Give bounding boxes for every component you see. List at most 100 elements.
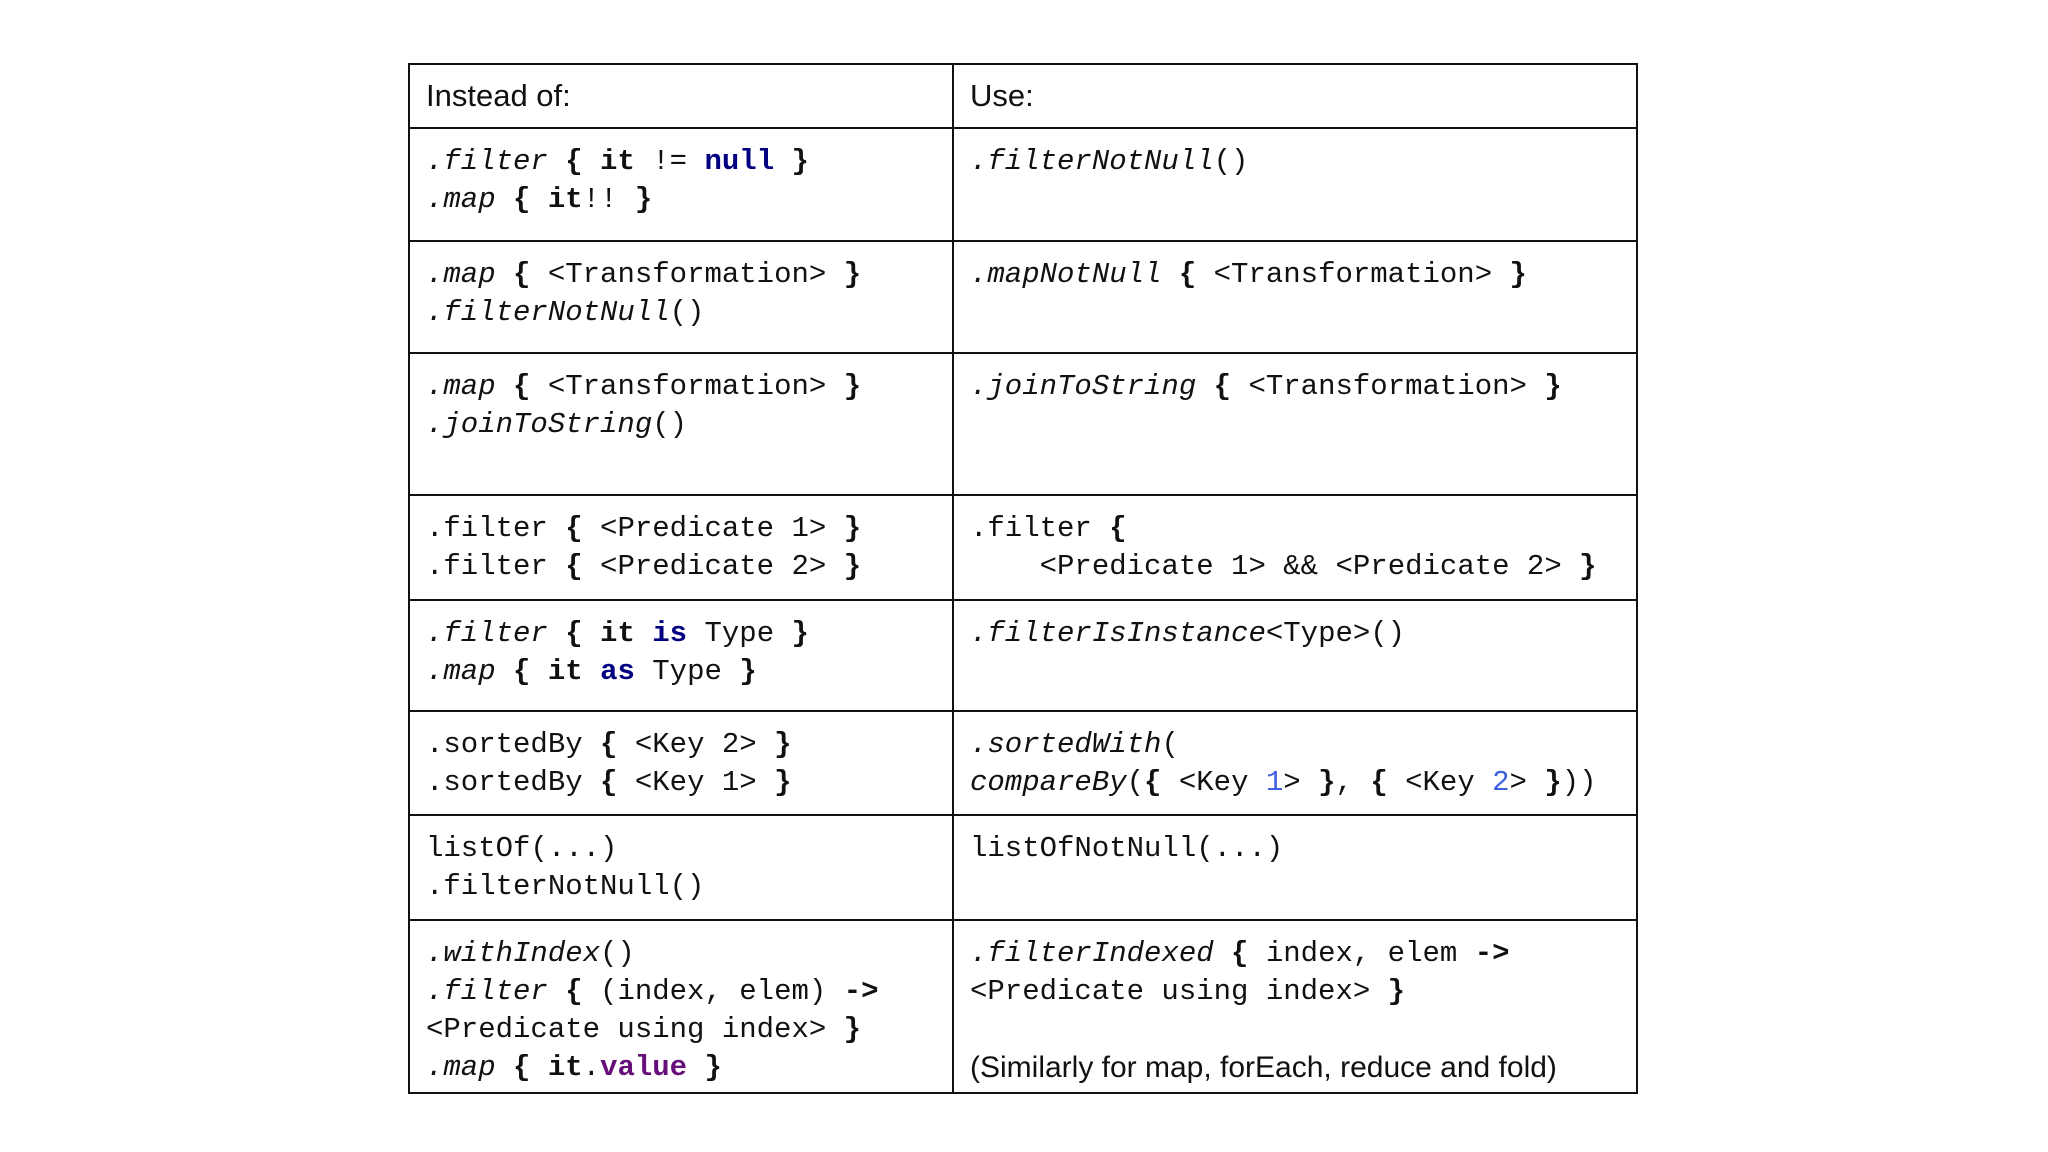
- code-token: .map: [426, 370, 496, 403]
- code-token: (): [600, 937, 635, 970]
- code-line: .withIndex(): [426, 935, 936, 973]
- code-token: [635, 145, 652, 178]
- code-token: <Key 2>: [634, 728, 757, 761]
- code-token: .filter: [426, 975, 548, 1008]
- code-token: [617, 728, 634, 761]
- code-token: {: [1213, 370, 1232, 403]
- code-token: .: [582, 1051, 601, 1084]
- code-token: }: [843, 512, 862, 545]
- code-token: }: [774, 728, 792, 761]
- code-token: {: [513, 370, 531, 403]
- code-token: [722, 655, 739, 688]
- code-token: )): [1561, 766, 1597, 799]
- code-token: <Predicate 1>: [600, 512, 827, 545]
- code-token: it: [600, 145, 635, 178]
- code-line: <Predicate using index> }: [970, 973, 1620, 1011]
- code-token: as: [600, 655, 635, 688]
- cell-sortedwith-compareby-instead: .sortedBy { <Key 2> }.sortedBy { <Key 1>…: [408, 710, 954, 816]
- code-line: .sortedBy { <Key 1> }: [426, 764, 936, 802]
- code-token: .map: [426, 258, 496, 291]
- code-line: .filterNotNull(): [426, 868, 936, 906]
- code-token: .sortedBy: [426, 728, 583, 761]
- code-token: [530, 258, 547, 291]
- code-token: !!: [582, 183, 618, 216]
- code-token: listOf(...): [426, 832, 618, 865]
- code-token: {: [565, 512, 583, 545]
- code-token: .map: [426, 1051, 496, 1084]
- code-token: .filterNotNull: [426, 296, 670, 329]
- cell-filter-notnull-use: .filterNotNull(): [952, 127, 1638, 242]
- code-token: <Transformation>: [1213, 258, 1493, 291]
- code-token: [530, 183, 547, 216]
- code-token: [496, 183, 513, 216]
- code-token: {: [1144, 766, 1162, 799]
- cell-filterisinstance-instead: .filter { it is Type }.map { it as Type …: [408, 599, 954, 712]
- code-token: >: [1283, 766, 1301, 799]
- cell-mapnotnull-instead: .map { <Transformation> }.filterNotNull(…: [408, 240, 954, 354]
- code-token: .map: [426, 655, 496, 688]
- code-token: ->: [1474, 937, 1510, 970]
- code-line: compareBy({ <Key 1> }, { <Key 2> })): [970, 764, 1620, 802]
- code-token: (index, elem): [600, 975, 827, 1008]
- code-token: [1527, 370, 1544, 403]
- cell-combined-filter-use: .filter { <Predicate 1> && <Predicate 2>…: [952, 494, 1638, 601]
- row-combined-filter: .filter { <Predicate 1> }.filter { <Pred…: [408, 494, 1638, 601]
- cell-jointostring-use: .joinToString { <Transformation> }: [952, 352, 1638, 496]
- code-token: it: [600, 617, 635, 650]
- code-token: .filterNotNull(): [426, 870, 705, 903]
- code-token: }: [843, 258, 862, 291]
- cell-filter-notnull-instead: .filter { it != null }.map { it!! }: [408, 127, 954, 242]
- code-token: }: [1509, 258, 1527, 291]
- code-token: {: [1109, 512, 1127, 545]
- code-token: listOfNotNull(...): [970, 832, 1284, 865]
- code-token: [774, 145, 791, 178]
- code-token: [530, 370, 547, 403]
- code-token: {: [513, 1051, 531, 1084]
- code-token: [635, 617, 652, 650]
- code-line: .map { <Transformation> }: [426, 256, 936, 294]
- code-token: value: [600, 1051, 688, 1084]
- code-token: [1301, 766, 1318, 799]
- code-token: [757, 728, 774, 761]
- code-token: [635, 655, 652, 688]
- code-token: }: [843, 1013, 862, 1046]
- code-token: <Transformation>: [1248, 370, 1527, 403]
- code-token: [1388, 766, 1405, 799]
- code-line: listOf(...): [426, 830, 936, 868]
- col-header-use: Use:: [952, 63, 1638, 129]
- cell-filterisinstance-use: .filterIsInstance<Type>(): [952, 599, 1638, 712]
- code-token: [687, 1051, 704, 1084]
- code-token: [583, 655, 600, 688]
- code-token: [687, 145, 704, 178]
- cell-jointostring-instead: .map { <Transformation> }.joinToString(): [408, 352, 954, 496]
- code-line: .sortedWith(: [970, 726, 1620, 764]
- code-line: <Predicate 1> && <Predicate 2> }: [970, 548, 1620, 586]
- cell-listofnotnull-use: listOfNotNull(...): [952, 814, 1638, 921]
- code-token: ->: [843, 975, 879, 1008]
- code-token: (): [1213, 145, 1249, 178]
- code-token: <Predicate 2>: [1335, 550, 1562, 583]
- code-token: [1196, 258, 1213, 291]
- code-token: [583, 766, 600, 799]
- code-token: }: [843, 370, 862, 403]
- row-filterisinstance: .filter { it is Type }.map { it as Type …: [408, 599, 1638, 712]
- code-token: [496, 655, 513, 688]
- code-token: .joinToString: [426, 408, 653, 441]
- cell-sortedwith-compareby-use: .sortedWith(compareBy({ <Key 1> }, { <Ke…: [952, 710, 1638, 816]
- code-token: [548, 975, 565, 1008]
- code-token: ,: [1335, 766, 1371, 799]
- code-token: .sortedWith: [970, 728, 1162, 761]
- code-token: (): [652, 408, 688, 441]
- code-token: compareBy: [970, 766, 1127, 799]
- code-token: [496, 258, 513, 291]
- code-token: }: [704, 1051, 722, 1084]
- code-token: }: [634, 183, 653, 216]
- code-token: {: [513, 655, 531, 688]
- code-token: it: [547, 655, 583, 688]
- code-token: }: [1318, 766, 1336, 799]
- code-token: <Transformation>: [547, 258, 827, 291]
- code-token: [583, 617, 600, 650]
- code-token: [1457, 937, 1474, 970]
- code-token: <Key: [1178, 766, 1266, 799]
- code-token: }: [774, 766, 792, 799]
